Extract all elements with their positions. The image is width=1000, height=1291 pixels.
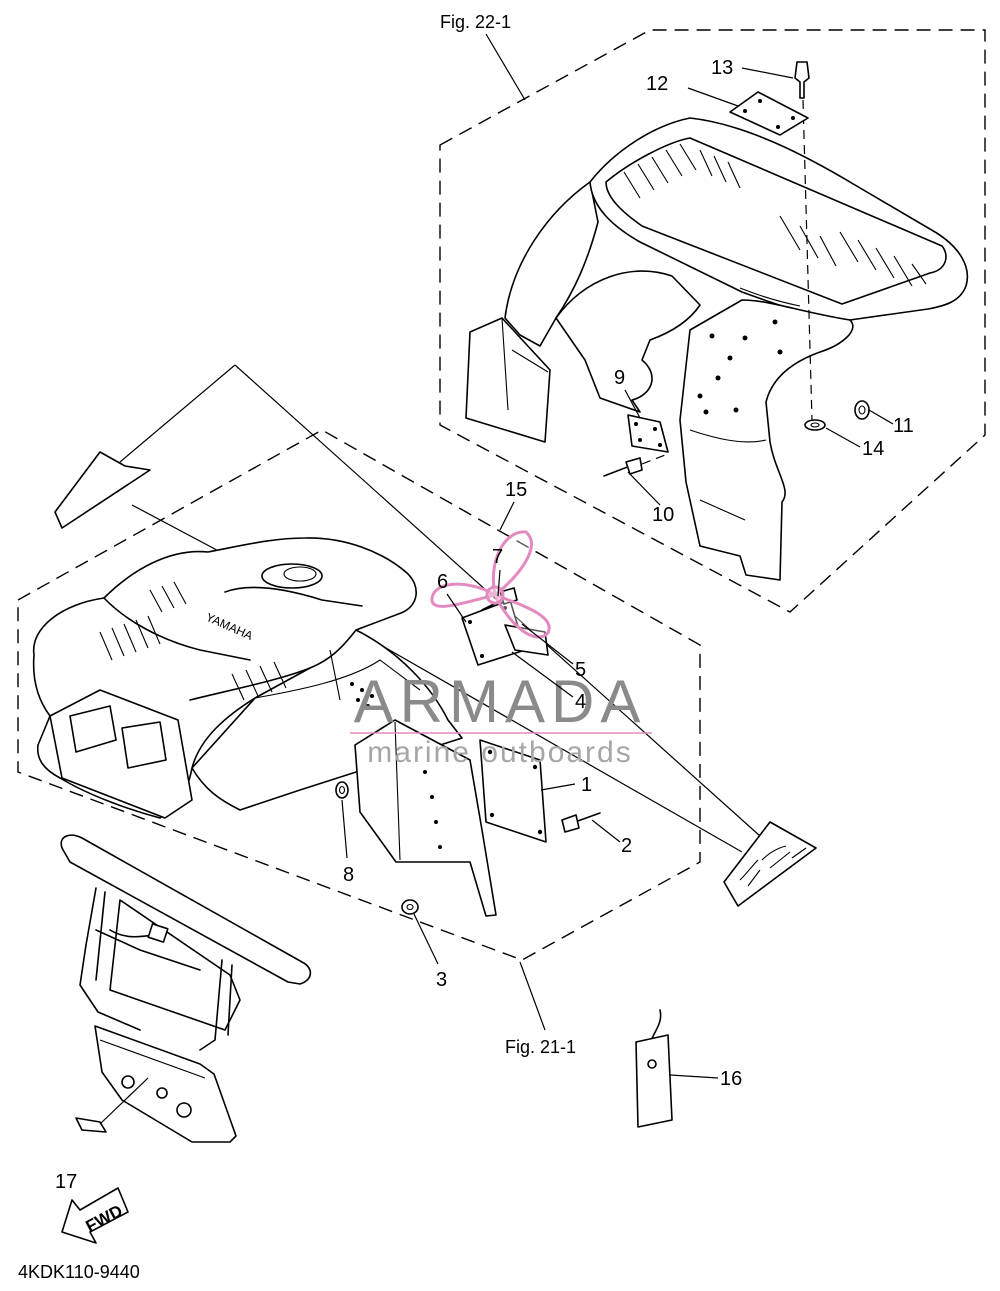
plate-1: [479, 739, 547, 843]
rivet-13: [794, 61, 810, 99]
callout-10: 10: [652, 504, 674, 526]
callout-6-leader: [446, 593, 467, 623]
front-bumper: [60, 834, 312, 1051]
callout-12: 12: [646, 73, 668, 95]
plate-9: [627, 414, 669, 453]
fig-22-1-boundary: [439, 29, 986, 613]
tag-16: [635, 1009, 673, 1128]
washer-8: [335, 781, 349, 799]
washer-3: [401, 899, 419, 915]
watermark-tagline: marine outboards: [367, 736, 632, 769]
callout-13: 13: [711, 57, 733, 79]
callout-11-leader: [868, 409, 894, 425]
callout-7: 7: [492, 546, 503, 568]
washer-3-hole: [406, 903, 414, 911]
callout-6: 6: [437, 571, 448, 593]
callout-14: 14: [862, 438, 884, 460]
callout-1: 1: [581, 774, 592, 796]
model-decal: [723, 821, 817, 907]
callout-5: 5: [575, 659, 586, 681]
callout-9: 9: [614, 367, 625, 389]
callout-7-leader: [497, 569, 501, 597]
callout-2: 2: [621, 835, 632, 857]
fig-21-1-label: Fig. 21-1: [505, 1037, 576, 1057]
clip-17-guide: [99, 1077, 149, 1125]
propeller-logo-icon: [430, 530, 551, 639]
front-decal: [54, 451, 151, 529]
fig-22-1-label: Fig. 22-1: [440, 12, 511, 32]
callout-15: 15: [505, 479, 527, 501]
callout-4: 4: [575, 691, 586, 713]
rivet-13-axis: [802, 99, 813, 421]
washer-11-hole: [858, 405, 866, 415]
washer-11: [854, 400, 870, 420]
fig-22-1-leader: [485, 33, 526, 101]
clip-17: [75, 1117, 107, 1133]
callout-15-leader: [499, 501, 515, 531]
rivet-2: [561, 812, 601, 833]
callout-10-leader: [627, 471, 661, 506]
callout-8: 8: [343, 864, 354, 886]
callout-3: 3: [436, 969, 447, 991]
callout-8-leader: [341, 799, 348, 859]
callout-16-leader: [669, 1074, 719, 1079]
front-fender: YAMAHA: [32, 537, 463, 819]
plate-5: [504, 624, 549, 656]
callout-17: 17: [55, 1171, 77, 1193]
callout-16: 16: [720, 1068, 742, 1090]
fig-21-1-leader: [519, 961, 546, 1031]
plate-12: [729, 91, 809, 136]
callout-11: 11: [893, 415, 914, 437]
fig-21-1-boundary: [17, 429, 701, 961]
washer-14: [804, 419, 826, 431]
part-code-label: 4KDK110-9440: [18, 1262, 140, 1282]
callout-9-leader: [624, 389, 641, 419]
callout-14-leader: [825, 427, 861, 448]
rear-fender: [465, 117, 969, 581]
callout-1-leader: [540, 783, 576, 791]
fwd-arrow: FWD: [61, 1187, 129, 1244]
watermark-name: ARMADA: [354, 668, 647, 735]
callout-13-leader: [741, 67, 794, 79]
washer-14-hole: [810, 422, 820, 428]
callout-4-leader: [511, 651, 574, 698]
armada-watermark: ARMADA marine outboards: [350, 530, 652, 769]
washer-8-hole: [338, 785, 346, 795]
callout-5-leader: [521, 623, 574, 665]
callout-3-leader: [413, 913, 439, 965]
leader-lines: [341, 33, 894, 1079]
callout-2-leader: [591, 819, 621, 843]
rivet-10: [603, 454, 666, 477]
skid-plate: [94, 1025, 237, 1143]
callout-12-leader: [687, 87, 739, 107]
mud-flap: [354, 719, 497, 917]
